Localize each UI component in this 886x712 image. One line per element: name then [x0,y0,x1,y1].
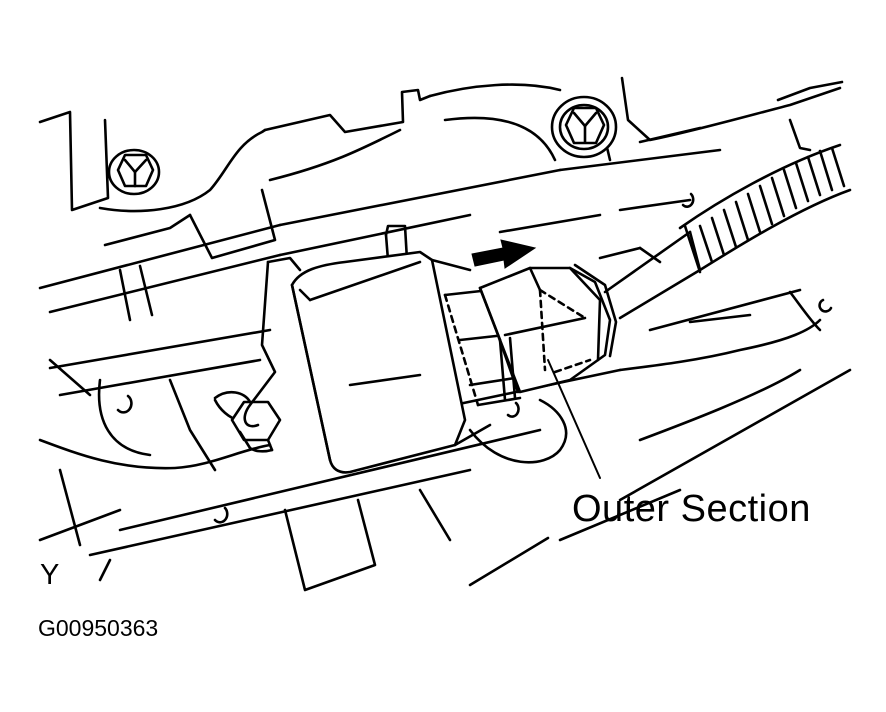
callout-leader-line [548,360,600,478]
connector-body [292,252,490,472]
lower-rail [40,248,850,585]
figure-id-label: G00950363 [38,615,159,641]
outer-section-label: Outer Section [572,488,811,530]
outer-section-sleeve [480,265,616,400]
lower-bracket [99,380,566,590]
hex-bolt-icon [552,97,616,157]
wire-harness [605,145,850,318]
hex-bolt-icon [109,150,159,194]
mounting-bosses [118,194,831,522]
right-arrow-icon [472,240,535,268]
hex-bolt-icon [215,392,280,451]
view-letter-label: Y [40,559,60,591]
upper-casting-outline [40,78,842,258]
